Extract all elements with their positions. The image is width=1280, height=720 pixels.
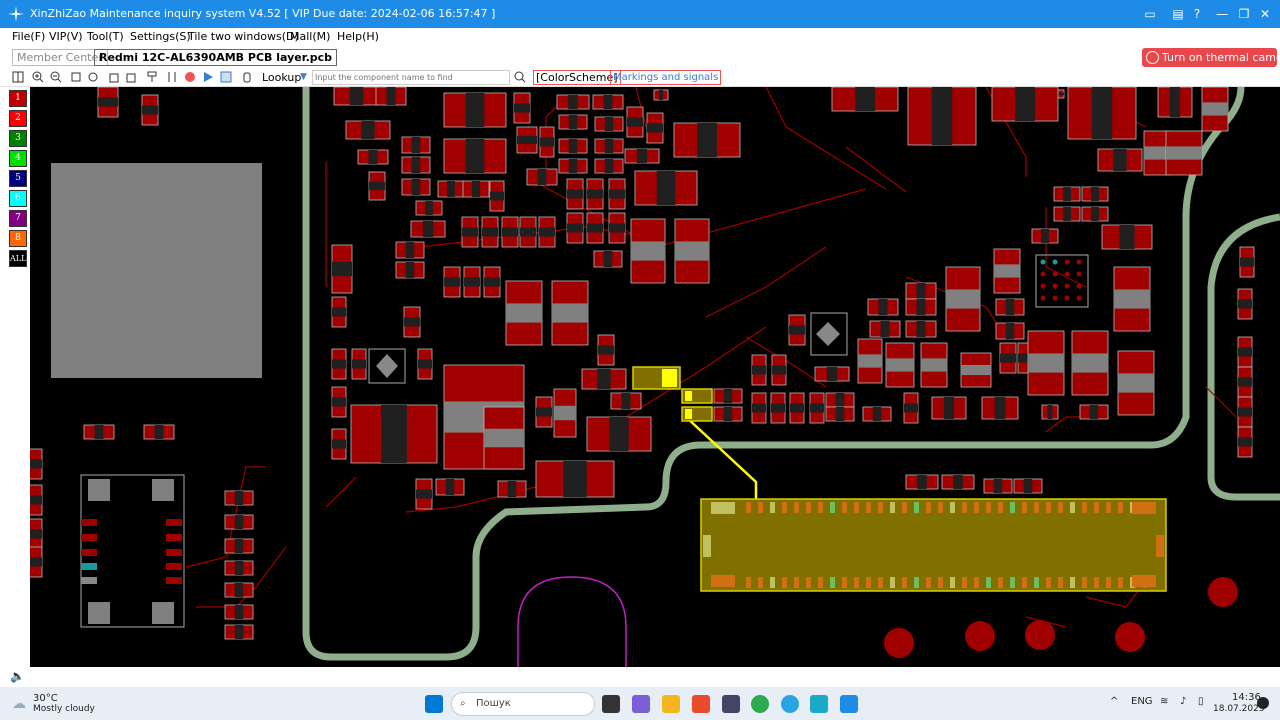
search-icon[interactable] bbox=[513, 70, 527, 84]
menu-bar: File(F) VIP(V) Tool(T) Settings(S) Tile … bbox=[0, 28, 1280, 47]
thermal-camera-label: Turn on thermal camera bbox=[1162, 51, 1280, 64]
layer-1[interactable]: 1 bbox=[9, 90, 27, 107]
layer-panel: 1 2 3 4 5 6 7 8 ALL bbox=[0, 87, 30, 667]
thermal-camera-button[interactable]: Turn on thermal camera bbox=[1142, 48, 1280, 67]
window-title: XinZhiZao Maintenance inquiry system V4.… bbox=[30, 7, 496, 20]
menu-settings[interactable]: Settings(S) bbox=[130, 30, 191, 43]
volume-icon[interactable]: ♪ bbox=[1180, 696, 1187, 707]
bga-chip bbox=[1040, 259, 1082, 301]
component-search-input[interactable] bbox=[312, 70, 510, 85]
notification-icon[interactable] bbox=[1257, 697, 1269, 709]
layer-3[interactable]: 3 bbox=[9, 130, 27, 147]
menu-tile-windows[interactable]: Tile two windows(D) bbox=[188, 30, 299, 43]
cloud-icon: ☁ bbox=[12, 696, 26, 712]
fit-icon[interactable] bbox=[69, 70, 83, 84]
speaker-icon[interactable]: 🔈 bbox=[10, 669, 25, 683]
minimize-icon[interactable]: — bbox=[1216, 7, 1228, 21]
language[interactable]: ENG bbox=[1131, 696, 1153, 707]
mirror-icon[interactable] bbox=[124, 70, 138, 84]
columns-icon[interactable] bbox=[165, 70, 179, 84]
task-view-icon[interactable] bbox=[602, 695, 620, 713]
connector-pins bbox=[703, 502, 1164, 588]
camera-icon bbox=[1146, 51, 1159, 64]
weather-text: Mostly cloudy bbox=[33, 704, 95, 714]
flip-icon[interactable] bbox=[107, 70, 121, 84]
taskbar-search[interactable]: ⌕ Пошук bbox=[451, 692, 595, 716]
zoom-in-icon[interactable] bbox=[31, 70, 45, 84]
markings-signals-button[interactable]: Markings and signals bbox=[610, 70, 722, 85]
temperature: 30°C bbox=[33, 693, 58, 704]
probe-icon[interactable] bbox=[183, 70, 197, 84]
menu-tool[interactable]: Tool(T) bbox=[87, 30, 124, 43]
lookup-label: Lookup bbox=[262, 71, 302, 84]
menu-mall[interactable]: Mall(M) bbox=[290, 30, 331, 43]
chrome-icon[interactable] bbox=[751, 695, 769, 713]
status-bar: 🔈 bbox=[0, 667, 1280, 687]
restore-icon[interactable]: ❐ bbox=[1238, 7, 1250, 21]
dropdown-icon[interactable]: ▼ bbox=[300, 72, 307, 82]
telegram-icon[interactable] bbox=[781, 695, 799, 713]
image-icon[interactable] bbox=[219, 70, 233, 84]
xinzhizao-icon[interactable] bbox=[840, 695, 858, 713]
app-icon[interactable] bbox=[692, 695, 710, 713]
shirt-icon[interactable]: ▭ bbox=[1144, 7, 1156, 21]
taskbar: ☁ 30°C Mostly cloudy ⌕ Пошук ^ ENG ≋ ♪ ▯… bbox=[0, 687, 1280, 720]
play-icon[interactable] bbox=[201, 70, 215, 84]
tab-member-center[interactable]: Member Center bbox=[12, 49, 108, 66]
search-icon: ⌕ bbox=[460, 698, 466, 709]
layer-4[interactable]: 4 bbox=[9, 150, 27, 167]
layer-all[interactable]: ALL bbox=[9, 250, 27, 267]
close-icon[interactable]: ✕ bbox=[1259, 7, 1271, 21]
hand-icon[interactable] bbox=[240, 70, 254, 84]
chevron-up-icon[interactable]: ^ bbox=[1110, 696, 1119, 707]
zoom-out-icon[interactable] bbox=[49, 70, 63, 84]
panel-toggle-icon[interactable] bbox=[11, 70, 25, 84]
app2-icon[interactable] bbox=[722, 695, 740, 713]
menu-help[interactable]: Help(H) bbox=[337, 30, 379, 43]
brush-icon[interactable] bbox=[145, 70, 159, 84]
help-icon[interactable]: ? bbox=[1193, 7, 1201, 21]
pcb-canvas[interactable] bbox=[6, 87, 1280, 667]
layer-2[interactable]: 2 bbox=[9, 110, 27, 127]
title-bar: XinZhiZao Maintenance inquiry system V4.… bbox=[0, 0, 1280, 28]
search-text: Пошук bbox=[476, 698, 511, 709]
pcb-drawing[interactable] bbox=[6, 87, 1280, 667]
wifi-icon[interactable]: ≋ bbox=[1160, 696, 1169, 707]
layer-6[interactable]: 6 bbox=[9, 190, 27, 207]
battery-icon[interactable]: ▯ bbox=[1198, 696, 1204, 707]
start-icon[interactable] bbox=[425, 695, 443, 713]
tab-bar: Member Center Redmi 12C-AL6390AMB PCB la… bbox=[0, 47, 1280, 68]
color-scheme-button[interactable]: [ColorScheme] bbox=[533, 70, 621, 85]
clock-date[interactable]: 18.07.2023 bbox=[1213, 704, 1265, 714]
layer-7[interactable]: 7 bbox=[9, 210, 27, 227]
layer-5[interactable]: 5 bbox=[9, 170, 27, 187]
edge-icon[interactable] bbox=[810, 695, 828, 713]
tab-pcb-file[interactable]: Redmi 12C-AL6390AMB PCB layer.pcb bbox=[94, 49, 338, 66]
note-icon[interactable]: ▤ bbox=[1172, 7, 1184, 21]
rotate-icon[interactable] bbox=[86, 70, 100, 84]
clock-time[interactable]: 14:36 bbox=[1232, 692, 1261, 703]
toolbar: Lookup ▼ [ColorScheme] Markings and sign… bbox=[0, 68, 1280, 87]
menu-file[interactable]: File(F) bbox=[12, 30, 46, 43]
explorer-icon[interactable] bbox=[662, 695, 680, 713]
app-logo-icon bbox=[8, 6, 24, 22]
menu-vip[interactable]: VIP(V) bbox=[49, 30, 83, 43]
layer-8[interactable]: 8 bbox=[9, 230, 27, 247]
chat-icon[interactable] bbox=[632, 695, 650, 713]
smd-parts bbox=[6, 87, 1255, 640]
